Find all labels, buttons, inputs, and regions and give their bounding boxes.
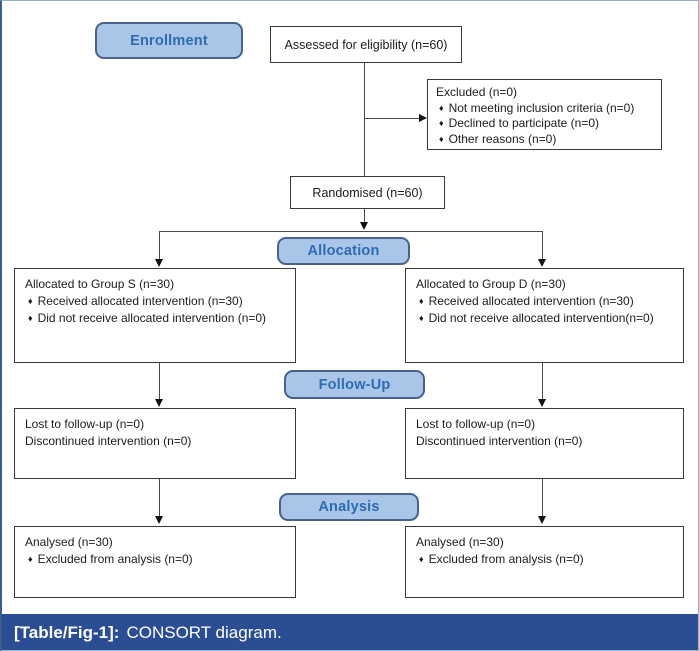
bullet-text: Declined to participate (n=0) [448, 116, 600, 131]
assessed-text: Assessed for eligibility (n=60) [284, 37, 448, 52]
stage-pill-allocation: Allocation [277, 237, 410, 265]
connector-line [542, 231, 544, 260]
followup-right-line1: Lost to follow-up (n=0) [416, 417, 536, 431]
stage-pill-analysis: Analysis [279, 493, 419, 521]
caption-text: CONSORT diagram. [126, 623, 282, 642]
allocation-right-box: Allocated to Group D (n=30) ♦ Received a… [405, 268, 684, 363]
diamond-bullet-icon: ♦ [439, 133, 444, 144]
bullet-text: Not meeting inclusion criteria (n=0) [448, 100, 635, 115]
followup-left-line1: Lost to follow-up (n=0) [25, 417, 145, 431]
arrow-down-icon [360, 222, 368, 230]
arrow-down-icon [155, 399, 163, 407]
arrow-right-icon [419, 114, 427, 122]
bullet-item: ♦ Did not receive allocated intervention… [25, 310, 287, 327]
bullet-item: ♦ Received allocated intervention (n=30) [416, 293, 675, 310]
arrow-down-icon [155, 516, 163, 524]
analysis-right-title: Analysed (n=30) [416, 535, 504, 549]
stage-label-allocation: Allocation [307, 243, 380, 259]
allocation-right-title: Allocated to Group D (n=30) [416, 277, 566, 291]
connector-line [542, 479, 544, 517]
bullet-item: ♦ Excluded from analysis (n=0) [25, 551, 287, 568]
bullet-text: Excluded from analysis (n=0) [37, 552, 193, 567]
diamond-bullet-icon: ♦ [28, 296, 33, 307]
stage-pill-enrollment: Enrollment [95, 22, 243, 59]
analysis-left-box: Analysed (n=30) ♦ Excluded from analysis… [14, 526, 296, 598]
randomised-box: Randomised (n=60) [290, 176, 445, 209]
bullet-text: Did not receive allocated intervention (… [37, 311, 267, 326]
bullet-item: ♦ Did not receive allocated intervention… [416, 310, 675, 327]
diamond-bullet-icon: ♦ [28, 313, 33, 324]
connector-line [542, 363, 544, 400]
analysis-left-title: Analysed (n=30) [25, 535, 113, 549]
connector-line [159, 231, 161, 260]
stage-pill-followup: Follow-Up [284, 370, 425, 399]
diamond-bullet-icon: ♦ [28, 554, 33, 565]
bullet-text: Received allocated intervention (n=30) [428, 294, 634, 309]
arrow-down-icon [155, 259, 163, 267]
bullet-item: ♦ Other reasons (n=0) [436, 132, 655, 148]
excluded-box: Excluded (n=0) ♦ Not meeting inclusion c… [427, 79, 662, 150]
stage-label-analysis: Analysis [318, 499, 380, 515]
assessed-box: Assessed for eligibility (n=60) [270, 26, 462, 63]
bullet-item: ♦ Declined to participate (n=0) [436, 116, 655, 132]
followup-right-box: Lost to follow-up (n=0) Discontinued int… [405, 408, 684, 479]
excluded-title: Excluded (n=0) [436, 85, 518, 99]
bullet-item: ♦ Excluded from analysis (n=0) [416, 551, 675, 568]
allocation-left-title: Allocated to Group S (n=30) [25, 277, 175, 291]
connector-line [159, 363, 161, 400]
stage-label-enrollment: Enrollment [130, 32, 208, 49]
followup-left-box: Lost to follow-up (n=0) Discontinued int… [14, 408, 296, 479]
bullet-text: Received allocated intervention (n=30) [37, 294, 243, 309]
bullet-item: ♦ Received allocated intervention (n=30) [25, 293, 287, 310]
arrow-down-icon [538, 516, 546, 524]
arrow-down-icon [538, 259, 546, 267]
bullet-text: Did not receive allocated intervention(n… [428, 311, 654, 326]
figure-caption-bar: [Table/Fig-1]: CONSORT diagram. [2, 614, 698, 650]
diamond-bullet-icon: ♦ [419, 554, 424, 565]
connector-line [364, 209, 366, 223]
diamond-bullet-icon: ♦ [419, 296, 424, 307]
connector-line [160, 231, 543, 233]
caption-label: [Table/Fig-1]: [14, 623, 120, 642]
bullet-item: ♦ Not meeting inclusion criteria (n=0) [436, 101, 655, 117]
diamond-bullet-icon: ♦ [439, 102, 444, 113]
bullet-text: Excluded from analysis (n=0) [428, 552, 584, 567]
connector-line [365, 118, 420, 120]
allocation-left-box: Allocated to Group S (n=30) ♦ Received a… [14, 268, 296, 363]
analysis-right-box: Analysed (n=30) ♦ Excluded from analysis… [405, 526, 684, 598]
connector-line [364, 63, 366, 176]
followup-left-line2: Discontinued intervention (n=0) [25, 434, 192, 449]
diamond-bullet-icon: ♦ [419, 313, 424, 324]
randomised-text: Randomised (n=60) [312, 185, 423, 200]
stage-label-followup: Follow-Up [318, 376, 391, 393]
arrow-down-icon [538, 399, 546, 407]
followup-right-line2: Discontinued intervention (n=0) [416, 434, 583, 449]
diamond-bullet-icon: ♦ [439, 118, 444, 129]
bullet-text: Other reasons (n=0) [448, 131, 557, 146]
connector-line [159, 479, 161, 517]
